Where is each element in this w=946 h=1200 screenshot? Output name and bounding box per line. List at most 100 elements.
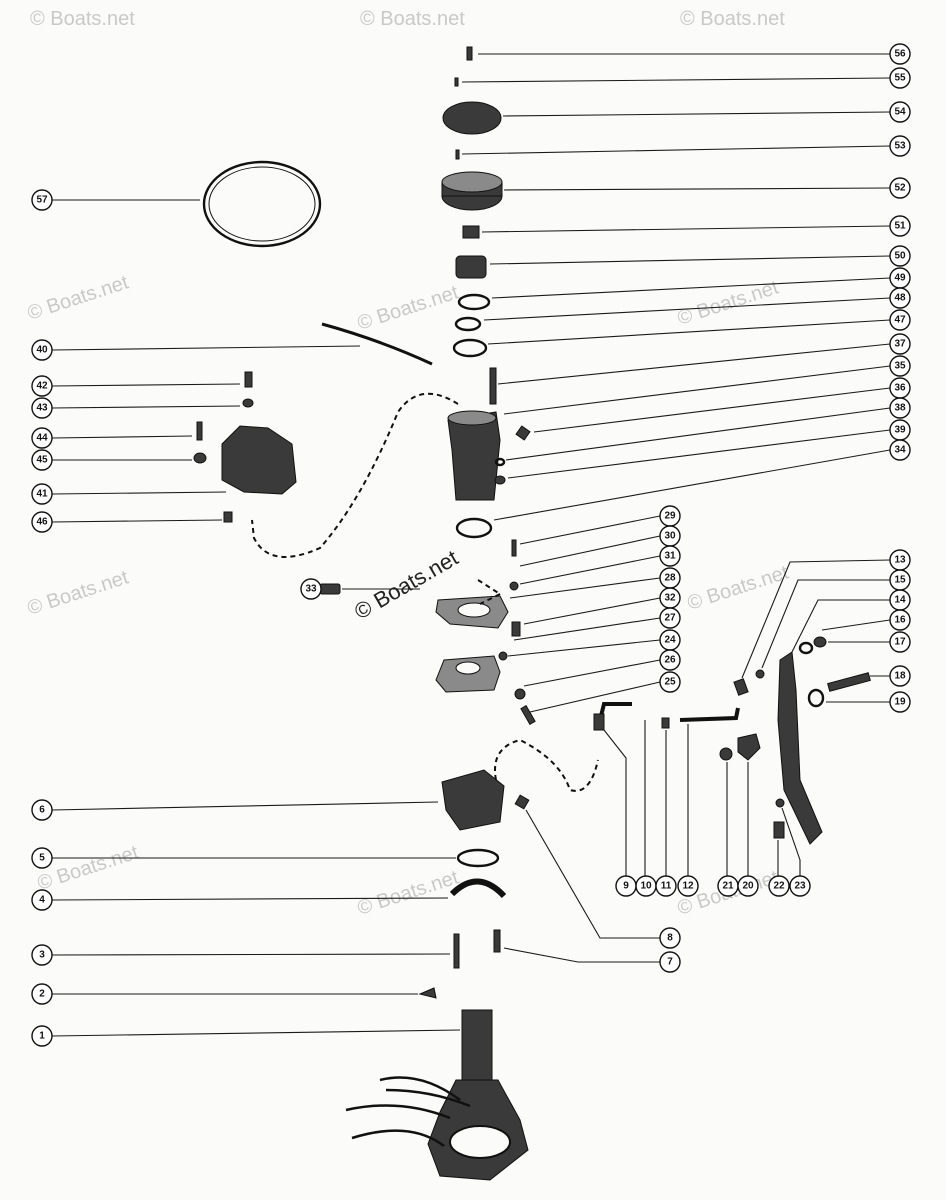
- callout-2: 2: [31, 983, 53, 1005]
- shaft-part: [461, 1009, 493, 1081]
- screw-part: [511, 539, 517, 557]
- nut-part: [509, 581, 519, 591]
- callout-label: 1: [39, 1031, 45, 1042]
- callout-52: 52: [889, 177, 911, 199]
- callout-label: 20: [742, 881, 754, 892]
- callout-label: 30: [664, 531, 676, 542]
- callout-10: 10: [635, 875, 657, 897]
- callout-label: 54: [894, 107, 906, 118]
- watermark-faint: © Boats.net: [25, 566, 132, 619]
- bolt-part: [489, 367, 497, 405]
- callout-14: 14: [889, 589, 911, 611]
- callout-label: 52: [894, 183, 906, 194]
- callout-label: 22: [773, 881, 785, 892]
- wires-part: [345, 1076, 471, 1147]
- callout-label: 23: [794, 881, 806, 892]
- callout-34: 34: [889, 439, 911, 461]
- callout-7: 7: [659, 951, 681, 973]
- callout-label: 29: [664, 511, 676, 522]
- callout-3: 3: [31, 944, 53, 966]
- callout-4: 4: [31, 889, 53, 911]
- callout-47: 47: [889, 309, 911, 331]
- screw-part: [466, 46, 473, 61]
- ring-part: [457, 293, 491, 311]
- callout-label: 43: [36, 403, 48, 414]
- callout-label: 35: [894, 361, 906, 372]
- leader-lines: [51, 53, 891, 1037]
- pin-part: [454, 77, 459, 87]
- callout-label: 24: [664, 635, 676, 646]
- callout-15: 15: [889, 569, 911, 591]
- callout-label: 26: [664, 655, 676, 666]
- watermark-faint: © Boats.net: [30, 8, 135, 30]
- bolt-part: [196, 421, 203, 441]
- callout-label: 15: [894, 575, 906, 586]
- callout-53: 53: [889, 135, 911, 157]
- ring-part: [454, 316, 482, 332]
- callout-46: 46: [31, 511, 53, 533]
- callout-label: 11: [661, 881, 672, 892]
- callout-label: 14: [894, 595, 906, 606]
- callout-48: 48: [889, 287, 911, 309]
- callout-17: 17: [889, 631, 911, 653]
- bearing-part: [455, 255, 487, 279]
- lower-housing-part: [441, 769, 505, 831]
- callout-label: 8: [667, 933, 673, 944]
- link-rod-part: [679, 707, 740, 722]
- callout-32: 32: [659, 587, 681, 609]
- callout-25: 25: [659, 671, 681, 693]
- nut-part: [755, 669, 765, 679]
- link-rod-part: [598, 702, 632, 721]
- callout-13: 13: [889, 549, 911, 571]
- callout-label: 27: [664, 613, 676, 624]
- callout-6: 6: [31, 799, 53, 821]
- callout-label: 21: [722, 881, 734, 892]
- plate-hole: [455, 661, 481, 675]
- callout-label: 9: [623, 881, 629, 892]
- faint-watermarks: © Boats.net © Boats.net © Boats.net © Bo…: [25, 8, 792, 920]
- callout-45: 45: [31, 449, 53, 471]
- pin-part: [493, 929, 501, 953]
- callout-57: 57: [31, 189, 53, 211]
- cap-part: [442, 101, 502, 135]
- callout-18: 18: [889, 665, 911, 687]
- bracket-part: [221, 425, 297, 495]
- callout-27: 27: [659, 607, 681, 629]
- callout-label: 12: [682, 881, 694, 892]
- callout-39: 39: [889, 419, 911, 441]
- callout-8: 8: [659, 927, 681, 949]
- callout-label: 7: [667, 957, 673, 968]
- housing-top: [447, 410, 497, 426]
- callout-23: 23: [789, 875, 811, 897]
- callout-label: 33: [305, 584, 317, 595]
- nut-part: [193, 452, 207, 464]
- callout-37: 37: [889, 333, 911, 355]
- callout-28: 28: [659, 567, 681, 589]
- callout-29: 29: [659, 505, 681, 527]
- callout-41: 41: [31, 483, 53, 505]
- callout-label: 10: [640, 881, 652, 892]
- callout-label: 19: [894, 697, 906, 708]
- fitting-part: [593, 713, 605, 731]
- callout-label: 49: [894, 273, 906, 284]
- fitting-part: [514, 794, 530, 810]
- watermark-faint: © Boats.net: [360, 8, 465, 30]
- nut-part: [813, 636, 827, 648]
- clamp-part: [449, 878, 507, 899]
- ring-part: [456, 848, 500, 868]
- clip-part: [319, 583, 341, 595]
- washer-part: [494, 457, 506, 467]
- dashed-align: [477, 579, 501, 605]
- callout-1: 1: [31, 1025, 53, 1047]
- callout-label: 41: [36, 489, 48, 500]
- rod-part: [453, 933, 460, 969]
- callout-label: 18: [894, 671, 906, 682]
- callout-30: 30: [659, 525, 681, 547]
- callout-38: 38: [889, 397, 911, 419]
- callout-9: 9: [615, 875, 637, 897]
- callout-label: 40: [36, 345, 48, 356]
- fitting-part: [515, 425, 531, 441]
- nut-part: [514, 688, 526, 700]
